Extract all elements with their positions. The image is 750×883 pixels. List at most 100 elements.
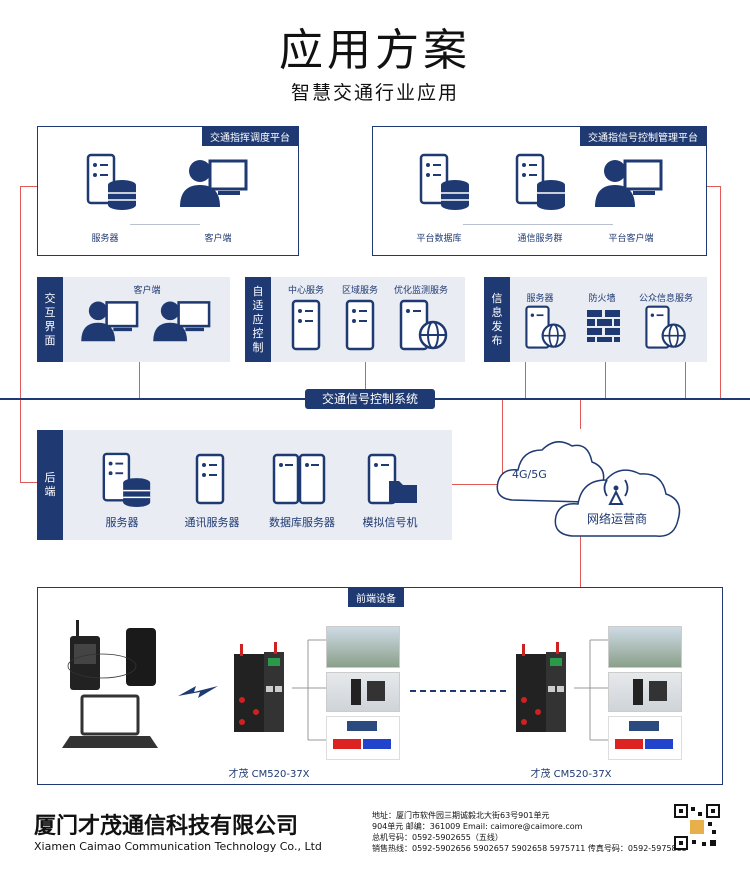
public-info-label: 公众信息服务 [638, 294, 693, 304]
adaptive-side-bar: 自适应控制 [245, 277, 271, 362]
warning-light-icon [333, 739, 361, 749]
client-label: 客户端 [133, 286, 161, 296]
info-publish-panel: 信息发布 服务器 防火墙 公众信息服务 [484, 277, 707, 362]
connector-line [463, 224, 613, 225]
dashed-divider [410, 690, 506, 692]
signal-simulator-label: 模拟信号机 [362, 516, 418, 529]
smartphone-icon [126, 628, 156, 686]
laptop-icon [62, 694, 158, 748]
traffic-light-photo [608, 672, 682, 712]
signal-platform-tag: 交通指信号控制管理平台 [580, 127, 706, 146]
company-postcode-email: 904单元 邮编：361009 Email: caimore@caimore.c… [372, 822, 583, 831]
platform-client-label: 平台客户端 [608, 234, 654, 244]
router-device-icon [516, 642, 566, 732]
device-model-label: 才茂 CM520-37X [228, 769, 310, 780]
platform-database-icon [419, 153, 469, 210]
server-globe-icon [399, 299, 448, 351]
bracket-connector [292, 639, 328, 741]
walkie-talkie-icon [70, 620, 100, 690]
company-hotline: 销售热线：0592-5902656 5902657 5902658 597571… [372, 844, 687, 853]
info-side-bar: 信息发布 [484, 277, 510, 362]
server-globe-icon [525, 305, 566, 349]
monitor-service-label: 优化监测服务 [393, 286, 448, 296]
connector-line [130, 224, 200, 225]
dispatch-platform-tag: 交通指挥调度平台 [202, 127, 298, 146]
client-user-icon [153, 301, 211, 342]
warning-light-icon [615, 739, 643, 749]
red-connector [20, 482, 37, 484]
company-name-cn: 厦门才茂通信科技有限公司 [34, 814, 299, 839]
traffic-light-photo [326, 672, 400, 712]
communication-server-icon [515, 153, 565, 210]
database-server-label: 数据库服务器 [269, 516, 335, 529]
warning-light-icon [645, 739, 673, 749]
server-label: 服务器 [526, 294, 554, 304]
red-connector [365, 362, 367, 399]
interaction-panel: 交互界面 客户端 [37, 277, 230, 362]
operator-label: 网络运营商 [586, 512, 647, 526]
frontend-devices-box: 前端设备 [37, 587, 723, 785]
network-cloud [496, 441, 681, 537]
red-connector [139, 362, 141, 399]
backend-side-bar: 后端 [37, 430, 63, 540]
server-database-icon [86, 153, 136, 210]
solar-panel-icon [629, 721, 659, 731]
client-user-icon [81, 301, 139, 342]
traffic-light-icon [367, 681, 385, 701]
red-connector [605, 362, 607, 399]
bracket-connector [574, 639, 610, 741]
solar-warning-light-photo [608, 716, 682, 760]
red-connector-right [720, 186, 722, 399]
solar-panel-icon [347, 721, 377, 731]
firewall-icon [587, 310, 620, 342]
server-icon [291, 299, 321, 351]
comm-server-label: 通讯服务器 [184, 516, 240, 529]
traffic-light-intersection-photo [608, 626, 682, 668]
red-connector [20, 186, 37, 188]
signal-management-platform-box: 交通指信号控制管理平台 平台数据库 通信服务群 平台客户端 [372, 126, 707, 256]
wireless-signal-icon [178, 686, 218, 698]
traffic-light-icon [351, 679, 361, 705]
red-connector [580, 535, 582, 587]
backend-panel: 后端 服务器 通讯服务器 数据库服务器 模拟信号机 [37, 430, 452, 540]
page-subtitle: 智慧交通行业应用 [290, 82, 459, 104]
red-connector [685, 362, 687, 399]
communication-server-group-label: 通信服务群 [517, 234, 563, 244]
red-connector [502, 399, 504, 484]
red-connector-left [20, 186, 22, 482]
red-connector [525, 362, 527, 399]
red-connector [707, 186, 721, 188]
server-icon [345, 299, 375, 351]
platform-database-label: 平台数据库 [416, 234, 462, 244]
server-globe-icon [645, 305, 686, 349]
server-label: 服务器 [105, 516, 139, 529]
qr-code-icon [674, 804, 720, 850]
adaptive-control-panel: 自适应控制 中心服务 区域服务 优化监测服务 [245, 277, 465, 362]
router-device-icon [234, 642, 284, 732]
server-database-icon [102, 452, 151, 508]
company-switchboard: 总机号码：0592-5902655（五线） [372, 833, 503, 842]
firewall-label: 防火墙 [588, 294, 616, 304]
device-model-label: 才茂 CM520-37X [530, 769, 612, 780]
client-user-icon [180, 159, 248, 207]
solar-warning-light-photo [326, 716, 400, 760]
network-type-label: 4G/5G [512, 468, 547, 481]
client-label: 客户端 [204, 234, 232, 244]
frontend-tag: 前端设备 [348, 588, 404, 607]
company-name-en: Xiamen Caimao Communication Technology C… [34, 840, 322, 853]
dispatch-platform-box: 交通指挥调度平台 服务器 客户端 [37, 126, 299, 256]
system-bar-label: 交通信号控制系统 [305, 389, 435, 409]
center-service-label: 中心服务 [287, 286, 324, 296]
warning-light-icon [363, 739, 391, 749]
signal-simulator-icon [367, 453, 417, 505]
client-devices-illustration [62, 620, 158, 748]
region-service-label: 区域服务 [341, 286, 378, 296]
interaction-side-bar: 交互界面 [37, 277, 63, 362]
signal-tower-icon [603, 479, 629, 505]
platform-client-icon [595, 159, 663, 207]
company-address: 地址：厦门市软件园三期诚毅北大街63号901单元 [372, 811, 550, 820]
red-connector [452, 484, 502, 486]
server-label: 服务器 [91, 234, 119, 244]
comm-server-icon [195, 453, 225, 505]
red-connector [580, 399, 582, 429]
